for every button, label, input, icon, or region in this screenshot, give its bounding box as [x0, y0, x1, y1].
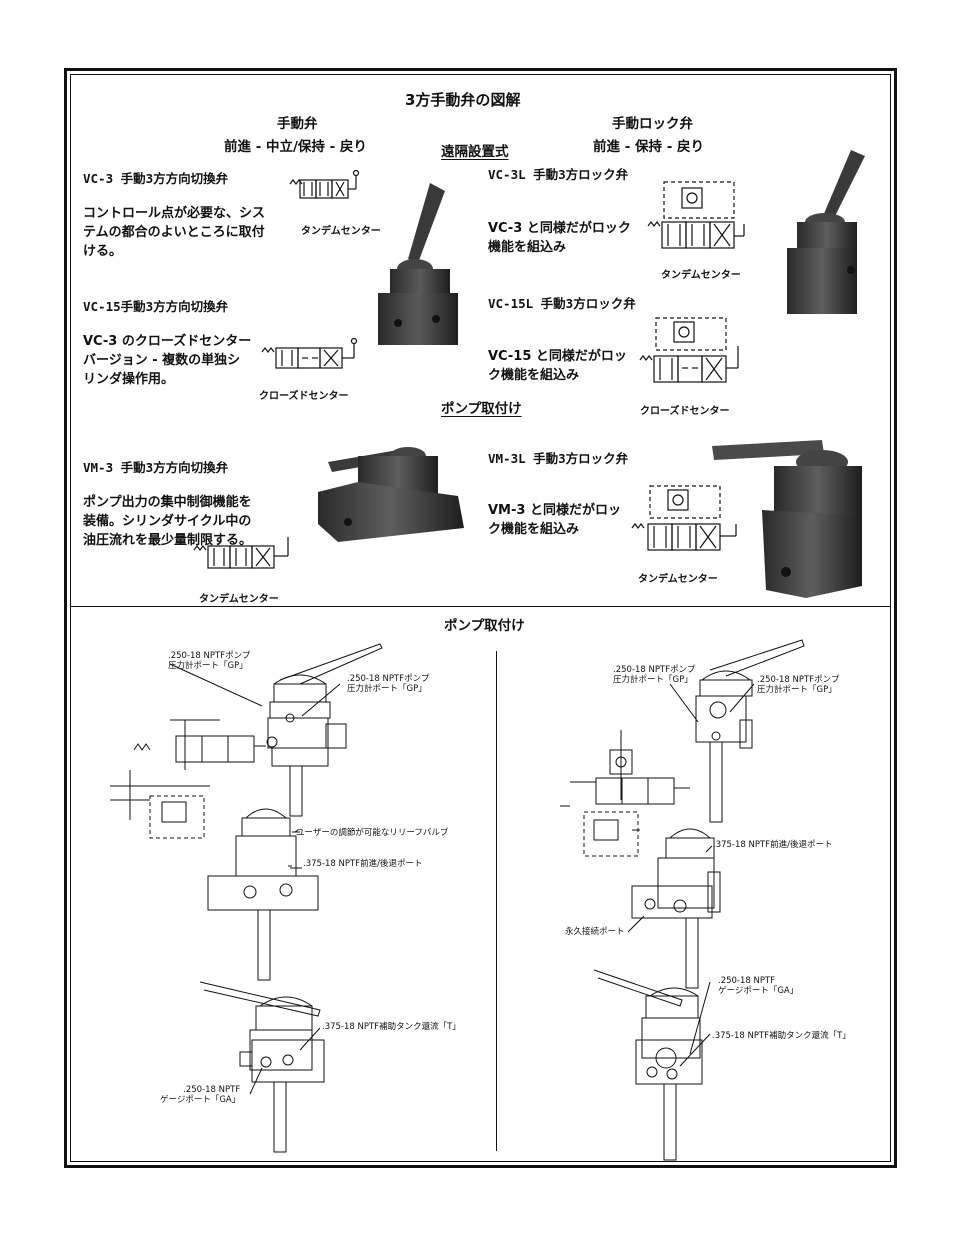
vc3l-lock-symbol — [647, 181, 745, 249]
left-advance-label: .375-18 NPTF前進/後退ポート — [303, 859, 423, 869]
vm3-tandem-symbol — [193, 537, 289, 569]
vc15l-lock-symbol — [639, 317, 739, 383]
vc3l-model: VC-3L 手動3方ロック弁 — [488, 167, 629, 182]
right-permanent-label: 永久接続ポート — [565, 927, 625, 937]
vm3l-desc: VM-3 と同様だがロック機能を組込み — [488, 503, 621, 537]
vm3l-model: VM-3L 手動3方ロック弁 — [488, 451, 629, 466]
left-gauge-label: .250-18 NPTF ゲージポート「GA」 — [160, 1085, 241, 1105]
vc15-closed-symbol — [261, 337, 358, 369]
left-column-title: 手動弁 — [277, 116, 318, 132]
vm3-desc: ポンプ出力の集中制御機能を装備。シリンダサイクル中の油圧流れを最少量制限する。 — [83, 495, 253, 548]
vc15l-desc: VC-15 と同様だがロック機能を組込み — [488, 349, 627, 383]
vc3l-valve-photo — [787, 150, 865, 314]
vc3-tandem-symbol — [289, 169, 360, 199]
right-tank-label: .375-18 NPTF補助タンク還流「T」 — [712, 1031, 851, 1041]
vc3-valve-photo — [378, 183, 458, 345]
right-gp-label-a: .250-18 NPTFポンプ 圧力計ポート「GP」 — [613, 665, 696, 685]
vc15-model: VC-15手動3方方向切換弁 — [83, 299, 229, 314]
vc3-model: VC-3 手動3方方向切換弁 — [83, 171, 229, 186]
vc15l-symbol-caption: クローズドセンター — [640, 406, 730, 417]
inner-frame — [70, 74, 891, 1162]
vc3-symbol-caption: タンデムセンター — [301, 226, 381, 237]
vm3-model: VM-3 手動3方方向切換弁 — [83, 460, 229, 475]
right-gauge-label: .250-18 NPTF ゲージポート「GA」 — [718, 976, 799, 996]
vc3l-symbol-caption: タンデムセンター — [661, 270, 741, 281]
vm3-symbol-caption: タンデムセンター — [199, 594, 279, 605]
left-column-sub: 前進 - 中立/保持 - 戻り — [224, 139, 367, 155]
right-gp-label-b: .250-18 NPTFポンプ 圧力計ポート「GP」 — [757, 675, 840, 695]
right-column-sub: 前進 - 保持 - 戻り — [593, 139, 705, 155]
vc15-desc: VC-3 のクローズドセンターバージョン - 複数の単独シリンダ操作用。 — [83, 334, 252, 387]
right-technical-drawings — [560, 639, 805, 1161]
drawing-divider — [496, 651, 497, 1151]
vm3l-lock-symbol — [631, 485, 737, 551]
pump-mount-subheading: ポンプ取付け — [444, 618, 525, 634]
right-column-title: 手動ロック弁 — [612, 116, 693, 132]
vc15-symbol-caption: クローズドセンター — [259, 391, 349, 402]
page-title: 3方手動弁の図解 — [405, 91, 521, 109]
vc15l-model: VC-15L 手動3方ロック弁 — [488, 296, 636, 311]
vm3l-valve-photo — [712, 440, 862, 598]
vc3l-desc: VC-3 と同様だがロック機能を組込み — [488, 221, 631, 255]
remote-heading: 遠隔設置式 — [441, 144, 509, 160]
left-gp-label-a: .250-18 NPTFポンプ 圧力計ポート「GP」 — [168, 651, 251, 671]
left-gp-label-b: .250-18 NPTFポンプ 圧力計ポート「GP」 — [347, 674, 430, 694]
vm3-valve-photo — [318, 447, 464, 542]
vm3l-symbol-caption: タンデムセンター — [638, 574, 718, 585]
pump-mount-heading: ポンプ取付け — [441, 401, 522, 417]
section-divider — [70, 606, 891, 607]
outer-frame — [64, 68, 897, 1168]
left-tank-label: .375-18 NPTF補助タンク還流「T」 — [322, 1022, 461, 1032]
left-relief-label: ユーザーの調節が可能なリリーフバルブ — [296, 828, 449, 838]
left-technical-drawings — [110, 643, 383, 1153]
vc3-desc: コントロール点が必要な、システムの都合のよいところに取付ける。 — [83, 206, 266, 259]
right-advance-label: .375-18 NPTF前進/後退ポート — [713, 840, 833, 850]
